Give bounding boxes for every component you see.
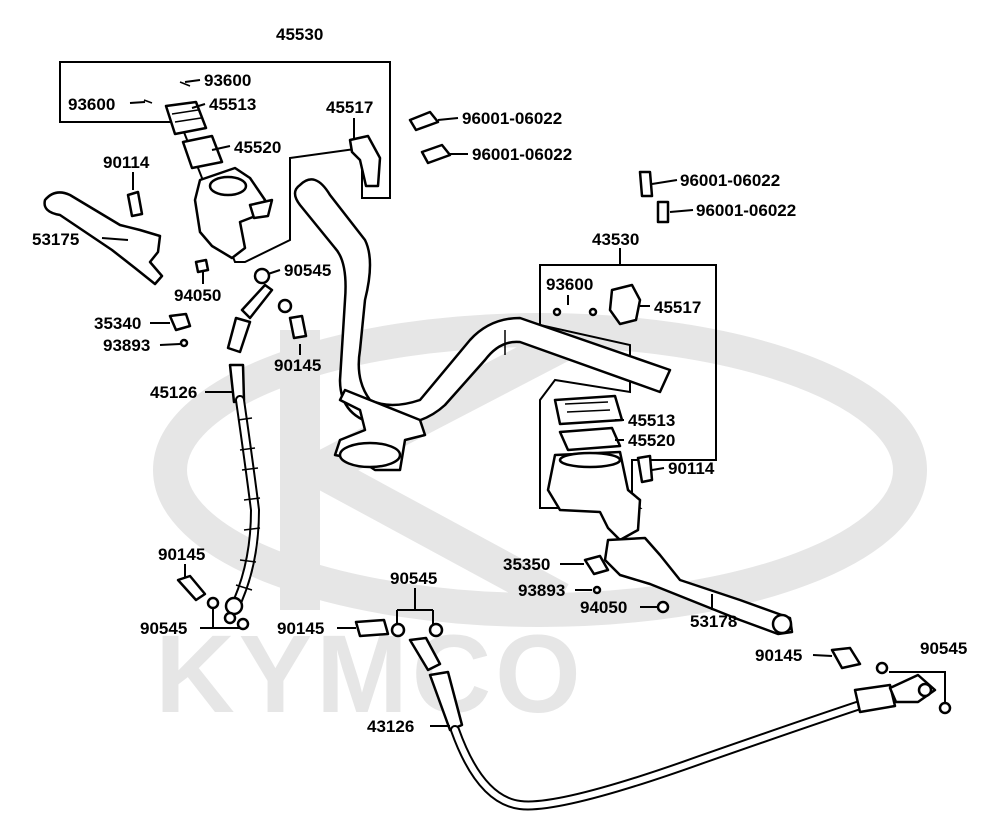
label-90145-a: 90145	[274, 356, 321, 375]
right-top-fasteners	[552, 170, 670, 326]
kymco-watermark-logo: KYMCO	[153, 313, 927, 736]
label-90145-b: 90145	[158, 545, 205, 564]
label-90545-left-bottom: 90545	[140, 619, 187, 638]
left-small-parts	[168, 258, 308, 348]
label-53175: 53175	[32, 230, 79, 249]
label-45517-right: 45517	[654, 298, 701, 317]
label-90545-center: 90545	[390, 569, 437, 588]
label-45530: 45530	[276, 25, 323, 44]
label-53178: 53178	[690, 612, 737, 631]
label-43530: 43530	[592, 230, 639, 249]
label-90545-right: 90545	[920, 639, 967, 658]
label-43126: 43126	[367, 717, 414, 736]
label-93600-right: 93600	[546, 275, 593, 294]
label-93893-right: 93893	[518, 581, 565, 600]
label-45126: 45126	[150, 383, 197, 402]
label-90145-d: 90145	[755, 646, 802, 665]
handlebar	[293, 178, 672, 472]
right-brake-hose	[354, 618, 952, 811]
label-96001-b: 96001-06022	[472, 145, 572, 164]
label-45517-left: 45517	[326, 98, 373, 117]
right-master-cylinder	[546, 394, 654, 542]
label-90545-top: 90545	[284, 261, 331, 280]
label-96001-a: 96001-06022	[462, 109, 562, 128]
label-45520-left: 45520	[234, 138, 281, 157]
label-45513-right: 45513	[628, 411, 675, 430]
label-93600-top: 93600	[204, 71, 251, 90]
label-94050-right: 94050	[580, 598, 627, 617]
left-master-cylinder	[143, 81, 274, 260]
label-35340: 35340	[94, 314, 141, 333]
label-45520-right: 45520	[628, 431, 675, 450]
label-90114-left: 90114	[103, 153, 150, 172]
label-96001-d: 96001-06022	[696, 201, 796, 220]
right-brake-lever	[583, 536, 794, 636]
label-96001-c: 96001-06022	[680, 171, 780, 190]
assembly-box-45530	[59, 61, 391, 263]
label-94050-left: 94050	[174, 286, 221, 305]
label-45513-left: 45513	[209, 95, 256, 114]
label-35350: 35350	[503, 555, 550, 574]
leader-lines	[101, 79, 946, 727]
assembly-box-43530	[539, 264, 717, 509]
label-90145-c: 90145	[277, 619, 324, 638]
label-93600-left: 93600	[68, 95, 115, 114]
label-93893-left: 93893	[103, 336, 150, 355]
left-top-fasteners	[348, 110, 452, 188]
part-labels: 45530 93600 93600 45513 45520 45517 9600…	[32, 25, 967, 736]
label-90114-right: 90114	[668, 459, 715, 478]
